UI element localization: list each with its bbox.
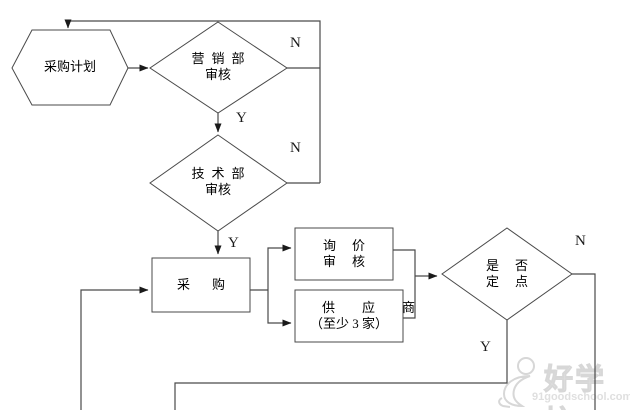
connector-suppliers-out: [403, 276, 416, 319]
node-suppliers-line2: （至少 3 家）: [309, 316, 388, 331]
node-suppliers-line1: 供应商: [322, 300, 443, 315]
edge-label-marketing-no: N: [290, 35, 301, 51]
node-inquiry-label: 询价 审核: [295, 238, 393, 270]
node-marketing-label: 营销部 审核: [153, 51, 283, 83]
connector-branch-to-inquiry: [267, 244, 292, 290]
rect-inquiry-shape: [294, 227, 394, 281]
node-inquiry-line2: 审核: [322, 254, 381, 269]
connector-inquiry-out: [393, 249, 416, 276]
node-purchase-text: 采购: [176, 277, 247, 292]
diamond-marketing-shape: [149, 21, 288, 114]
rect-purchase-shape: [151, 257, 251, 313]
edge-label-tech-no: N: [290, 140, 301, 156]
edge-label-decision-yes: Y: [480, 339, 491, 355]
diamond-tech-shape: [149, 134, 288, 232]
edge-label-tech-yes: Y: [228, 235, 239, 251]
watermark: 好学校 91goodschool.com: [488, 348, 630, 410]
node-tech-label: 技术部 审核: [153, 166, 283, 198]
node-plan-text: 采购计划: [43, 59, 96, 74]
connector-feedback-to-purchase: [80, 286, 149, 410]
node-decision-line2: 定点: [485, 274, 544, 289]
diamond-decision-shape: [441, 227, 573, 321]
edge-label-marketing-yes: Y: [236, 110, 247, 126]
node-decision-label: 是否 定点: [442, 258, 572, 290]
connector-no-loop-return: [64, 19, 321, 183]
connector-decision-no: [572, 273, 596, 410]
node-tech-line1: 技术部: [191, 166, 252, 181]
node-purchase-label: 采购: [152, 277, 250, 293]
watermark-site-text: 91goodschool.com: [532, 391, 630, 403]
watermark-logo-text: 好学校: [544, 364, 607, 410]
edge-label-decision-no: N: [575, 233, 586, 249]
watermark-logo-icon: [498, 357, 535, 408]
node-inquiry-line1: 询价: [322, 238, 381, 253]
node-marketing-line1: 营销部: [191, 51, 252, 66]
rect-suppliers-shape: [294, 289, 404, 343]
node-suppliers-label: 供应商 （至少 3 家）: [295, 300, 443, 332]
node-decision-line1: 是否: [485, 258, 544, 273]
node-marketing-line2: 审核: [204, 67, 231, 82]
connector-decision-yes: [174, 320, 508, 410]
node-plan-label: 采购计划: [20, 59, 120, 75]
connector-branch-to-suppliers: [267, 290, 292, 327]
node-tech-line2: 审核: [204, 182, 231, 197]
hexagon-plan-shape: [11, 29, 129, 106]
